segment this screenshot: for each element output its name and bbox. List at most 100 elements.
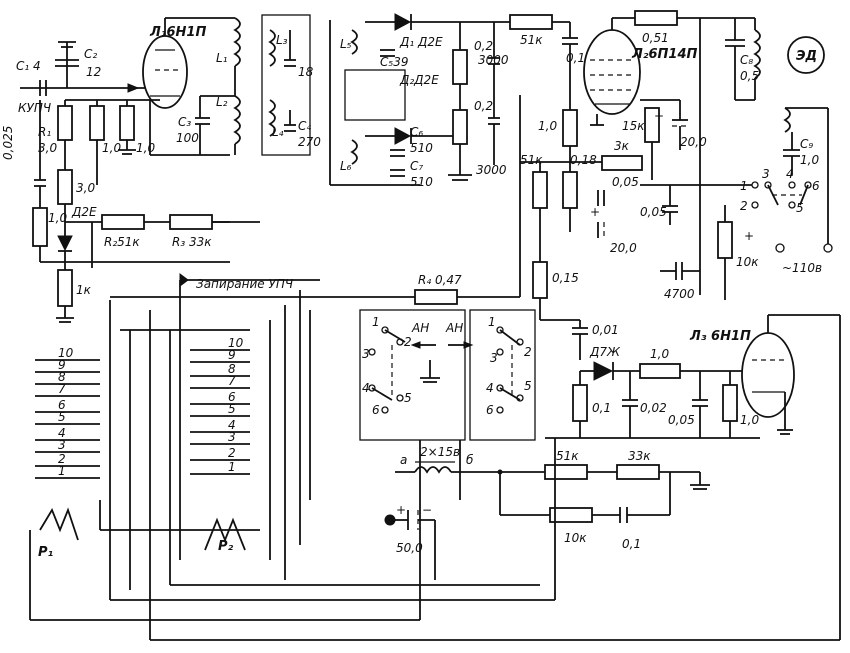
label-3k: 3к <box>614 139 630 153</box>
label-0-15: 0,15 <box>552 271 579 285</box>
conn-right-9: 9 <box>228 348 236 362</box>
sw-right-2: 2 <box>524 345 532 359</box>
conn-left-8: 8 <box>58 370 66 384</box>
label-l2: L₂ <box>216 95 228 109</box>
label-0-51: 0,51 <box>642 31 669 45</box>
sw-right-5: 5 <box>524 379 532 393</box>
resistor-0-2-a <box>452 49 468 85</box>
label-r1: R₁ <box>38 125 51 139</box>
sw-left-3: 3 <box>362 347 370 361</box>
label-0-05-l3: 0,05 <box>668 413 695 427</box>
label-33k-bottom: 33к <box>628 449 651 463</box>
sw-out-4: 4 <box>786 167 794 181</box>
label-tube-l1: Л₁6Н1П <box>149 25 206 40</box>
bottom-network <box>30 315 841 641</box>
resistor-0-1-l3 <box>572 384 588 422</box>
sw-right-1: 1 <box>488 315 496 329</box>
agc-stage-l3 <box>545 314 840 439</box>
polarity-minus-50: − <box>422 503 432 517</box>
sw-out-6: 6 <box>812 179 820 193</box>
tube-l1 <box>142 35 188 109</box>
resistor-r4 <box>414 289 458 305</box>
conn-left-9: 9 <box>58 358 66 372</box>
label-l3: L₃ <box>276 33 288 47</box>
conn-left-4: 4 <box>58 426 66 440</box>
loudspeaker-ed <box>787 36 825 74</box>
label-0-05-b: 0,05 <box>640 205 667 219</box>
label-1-0-grid: 1,0 <box>538 119 557 133</box>
label-an-left: АН <box>411 321 429 335</box>
label-l6: L₆ <box>340 159 352 173</box>
label-10k-out: 10к <box>736 255 759 269</box>
rf-input-stage <box>20 17 260 323</box>
detector-stage <box>329 13 510 186</box>
conn-left-3: 3 <box>58 438 66 452</box>
resistor-1-0-left <box>32 207 48 247</box>
conn-right-4: 4 <box>228 418 236 432</box>
sw-left-5: 5 <box>404 391 412 405</box>
label-l5: L₅ <box>340 37 352 51</box>
resistor-0-51 <box>634 10 678 26</box>
conn-left-2: 2 <box>58 452 66 466</box>
label-c1: C₁ 4 <box>16 59 41 73</box>
resistor-0-18 <box>562 171 578 209</box>
sw-left-4: 4 <box>362 381 370 395</box>
label-c2: C₂ <box>84 47 97 61</box>
resistor-0-15 <box>532 261 548 299</box>
label-r4: R₄ 0,47 <box>418 273 462 287</box>
label-c6-value: 510 <box>410 141 433 155</box>
label-zapiranie: Запирание УПЧ <box>196 277 293 291</box>
label-l1: L₁ <box>216 51 228 65</box>
label-c3: C₃ <box>178 115 191 129</box>
resistor-0-2-b <box>452 109 468 145</box>
label-l4: L₄ <box>272 125 284 139</box>
resistor-1-0-a <box>89 105 105 141</box>
label-c6: C₆ <box>410 125 423 139</box>
label-3-0: 3,0 <box>76 181 95 195</box>
label-transformer: 2×15в <box>420 445 460 459</box>
conn-left-10: 10 <box>58 346 74 360</box>
label-1-0-a: 1,0 <box>102 141 121 155</box>
sw-out-5: 5 <box>796 201 804 215</box>
resistor-1-0-l3b <box>722 384 738 422</box>
label-p1: P₁ <box>38 545 54 560</box>
sw-left-2: 2 <box>404 335 412 349</box>
resistor-3-0 <box>57 169 73 205</box>
label-c3-value: 100 <box>176 131 199 145</box>
label-51k-mid: 51к <box>520 153 543 167</box>
sw-right-3: 3 <box>490 351 498 365</box>
label-d1: Д₁ Д2Е <box>399 35 443 49</box>
polarity-plus-10k: + <box>744 229 754 243</box>
if-coils-l3-l4 <box>261 14 311 156</box>
label-0-18: 0,18 <box>570 153 597 167</box>
sw-right-6: 6 <box>486 403 494 417</box>
resistor-10k-out <box>717 221 733 259</box>
feedback-network <box>520 155 700 321</box>
label-50-0: 50,0 <box>396 541 423 555</box>
label-0-2-b: 0,2 <box>474 99 493 113</box>
resistor-r3 <box>169 214 213 230</box>
if-coils-l1-l2 <box>195 17 241 155</box>
label-1-0-l3: 1,0 <box>650 347 669 361</box>
label-kupch: КУПЧ <box>18 101 51 115</box>
tube-l3 <box>741 332 795 418</box>
resistor-1k <box>57 269 73 307</box>
label-d2: Д₂Д2Е <box>399 73 439 87</box>
resistor-10k-bottom <box>549 507 593 523</box>
label-0-01: 0,01 <box>592 323 619 337</box>
label-ed: ЭД <box>796 49 817 64</box>
conn-right-10: 10 <box>228 336 244 350</box>
label-0-05-a: 0,05 <box>612 175 639 189</box>
resistor-1-0-grid <box>562 109 578 147</box>
resistor-51k-bottom <box>544 464 588 480</box>
label-3000-b: 3000 <box>476 163 507 177</box>
conn-left-1: 1 <box>58 464 66 478</box>
label-c9-value: 1,0 <box>800 153 819 167</box>
conn-right-2: 2 <box>228 446 236 460</box>
label-0-2-a: 0,2 <box>474 39 493 53</box>
label-c8-value: 0,5 <box>740 69 759 83</box>
polarity-plus-50: + <box>396 503 406 517</box>
conn-left-7: 7 <box>58 382 66 396</box>
label-3000-a: 3000 <box>478 53 509 67</box>
tube-l2 <box>583 29 641 115</box>
